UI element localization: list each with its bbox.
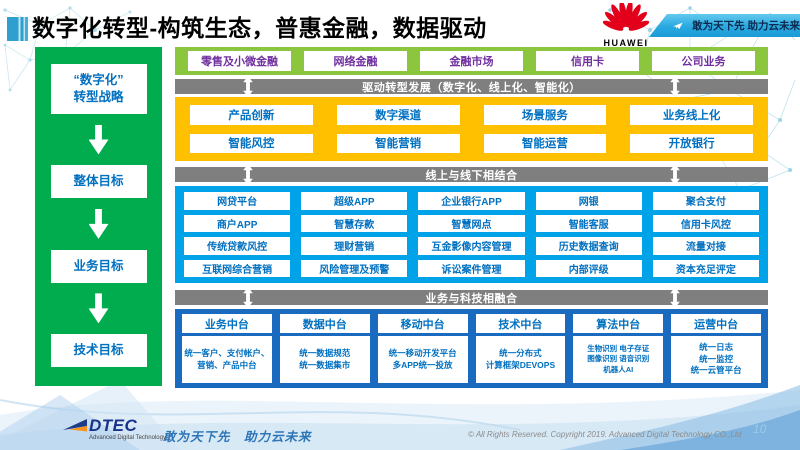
application-item: 聚合支付 (652, 192, 759, 210)
platform-body: 统一客户、支付帐户、营销、产品中台 (182, 336, 272, 383)
application-item: 互金影像内容管理 (418, 237, 525, 255)
application-item: 资本充足评定 (652, 259, 759, 277)
business-line-item: 公司业务 (652, 51, 755, 71)
platform-column-algorithm: 算法中台 生物识别 电子存证 图像识别 语音识别 机器人AI (573, 314, 664, 383)
capability-item: 开放银行 (630, 133, 753, 153)
platform-title: 数据中台 (279, 314, 370, 333)
platform-column-business: 业务中台 统一客户、支付帐户、营销、产品中台 (182, 314, 272, 383)
capability-item: 数字渠道 (336, 105, 460, 125)
capability-item: 产品创新 (190, 105, 313, 125)
application-item: 内部评级 (535, 259, 642, 277)
platform-body: 统一数据规范 统一数据集市 (279, 336, 370, 383)
business-line-item: 金融市场 (420, 51, 523, 71)
business-line-item: 网络金融 (304, 51, 407, 71)
platform-title: 技术中台 (475, 314, 566, 333)
application-item: 智能客服 (535, 214, 642, 232)
double-arrow-icon (243, 164, 253, 185)
application-item: 网贷平台 (184, 192, 291, 210)
platform-title: 移动中台 (377, 314, 468, 333)
capability-item: 智能风控 (190, 133, 313, 153)
platform-column-operation: 运营中台 统一日志 统一监控 统一云管平台 (671, 314, 761, 383)
title-marker-icon (7, 17, 28, 41)
flow-box-overall-goal: 整体目标 (50, 165, 147, 199)
business-line-item: 信用卡 (536, 51, 639, 71)
platform-title: 算法中台 (573, 314, 664, 333)
double-arrow-icon (243, 76, 253, 97)
capability-item: 场景服务 (483, 105, 607, 125)
business-line-item: 零售及小微金融 (188, 51, 291, 71)
adtec-arrow-icon (63, 419, 87, 432)
double-arrow-icon (243, 287, 253, 308)
copyright-text: © All Rights Reserved. Copyright 2019. A… (468, 430, 742, 439)
application-item: 传统贷款风控 (184, 237, 291, 255)
banner-drive-transformation: 驱动转型发展（数字化、线上化、智能化） (175, 76, 768, 97)
platform-column-tech: 技术中台 统一分布式 计算框架DEVOPS (475, 314, 566, 383)
platform-title: 业务中台 (182, 314, 272, 333)
banner-label: 业务与科技相融合 (425, 292, 518, 305)
platform-body: 生物识别 电子存证 图像识别 语音识别 机器人AI (573, 336, 664, 383)
strategy-flow-panel: “数字化” 转型战略 整体目标 业务目标 技术目标 (35, 47, 162, 386)
capability-item: 智能营销 (336, 133, 460, 153)
double-arrow-icon (670, 76, 680, 97)
capability-item: 业务线上化 (630, 105, 753, 125)
application-grid: 网贷平台 超级APP 企业银行APP 网银 聚合支付 商户APP 智慧存款 智慧… (175, 186, 768, 283)
banner-business-tech-fusion: 业务与科技相融合 (175, 287, 768, 308)
application-item: 网银 (535, 192, 642, 210)
platform-title: 运营中台 (671, 314, 761, 333)
banner-label: 驱动转型发展（数字化、线上化、智能化） (362, 81, 581, 94)
application-item: 智慧存款 (301, 214, 408, 232)
platform-grid: 业务中台 统一客户、支付帐户、营销、产品中台 数据中台 统一数据规范 统一数据集… (175, 309, 768, 388)
platform-body: 统一分布式 计算框架DEVOPS (475, 336, 566, 383)
platform-column-data: 数据中台 统一数据规范 统一数据集市 (279, 314, 370, 383)
platform-body: 统一移动开发平台 多APP统一投放 (377, 336, 468, 383)
application-item: 诉讼案件管理 (418, 259, 525, 277)
page-number: 10 (753, 422, 767, 436)
platform-body: 统一日志 统一监控 统一云管平台 (671, 336, 761, 383)
double-arrow-icon (670, 164, 680, 185)
down-arrow-icon (88, 124, 109, 155)
capability-grid: 产品创新 数字渠道 场景服务 业务线上化 智能风控 智能营销 智能运营 开放银行 (175, 97, 768, 161)
application-item: 理财营销 (301, 237, 408, 255)
application-item: 信用卡风控 (652, 214, 759, 232)
huawei-flower-icon (602, 0, 650, 31)
page-title: 数字化转型-构筑生态，普惠金融，数据驱动 (32, 15, 487, 41)
down-arrow-icon (88, 293, 109, 324)
banner-online-offline: 线上与线下相结合 (175, 164, 768, 185)
huawei-logo: HUAWEI (599, 0, 653, 48)
down-arrow-icon (88, 208, 109, 239)
ribbon-slogan: 敢为天下先 助力云未来 (692, 20, 800, 32)
business-lines-row: 零售及小微金融 网络金融 金融市场 信用卡 公司业务 (175, 47, 768, 75)
header-ribbon: 敢为天下先 助力云未来 (649, 14, 800, 37)
application-item: 超级APP (301, 192, 408, 210)
huawei-wordmark: HUAWEI (603, 38, 649, 48)
application-item: 风险管理及预警 (301, 259, 408, 277)
application-item: 智慧网点 (418, 214, 525, 232)
application-item: 历史数据查询 (535, 237, 642, 255)
platform-column-mobile: 移动中台 统一移动开发平台 多APP统一投放 (377, 314, 468, 383)
adtec-logo: DTEC Advanced Digital Technology (62, 417, 166, 441)
application-item: 企业银行APP (418, 192, 525, 210)
banner-label: 线上与线下相结合 (425, 169, 518, 182)
capability-item: 智能运营 (483, 133, 607, 153)
application-item: 互联网综合营销 (184, 259, 291, 277)
adtec-wordmark: DTEC (89, 416, 138, 435)
application-item: 流量对接 (652, 237, 759, 255)
flow-box-tech-goal: 技术目标 (50, 334, 147, 367)
application-item: 商户APP (184, 214, 291, 232)
double-arrow-icon (670, 287, 680, 308)
flow-box-business-goal: 业务目标 (50, 249, 147, 283)
flow-box-strategy: “数字化” 转型战略 (50, 64, 147, 114)
footer-slogan: 敢为天下先 助力云未来 (163, 430, 312, 444)
adtec-subtitle: Advanced Digital Technology (89, 435, 166, 441)
paper-plane-icon (673, 22, 683, 29)
